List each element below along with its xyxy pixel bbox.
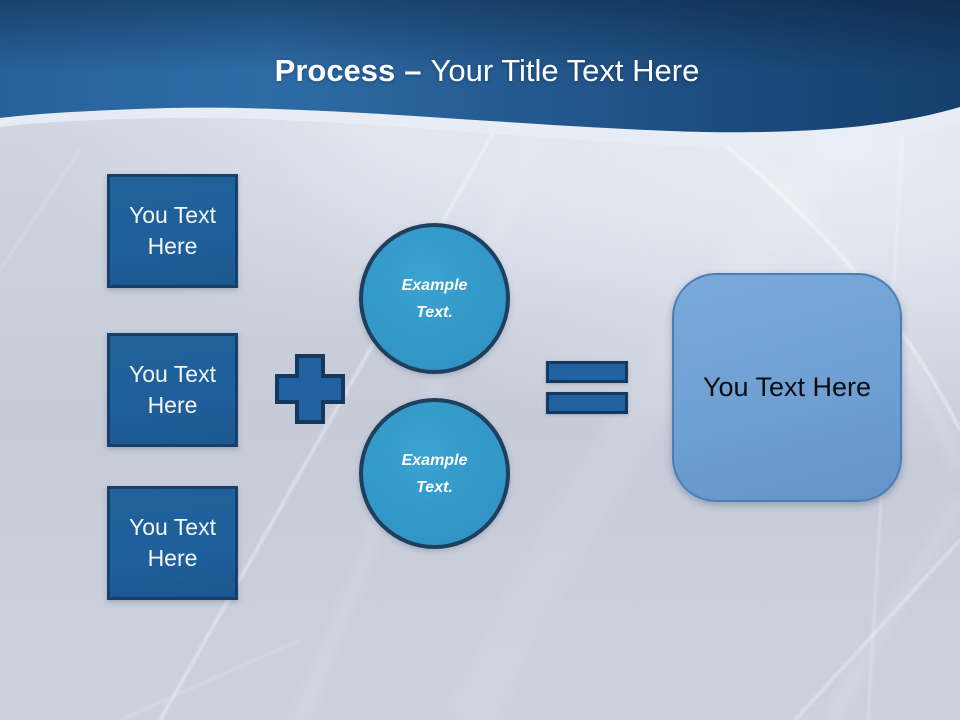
result-box-label: You Text Here (702, 372, 872, 402)
input-box-1-label: You Text Here (129, 202, 216, 259)
input-box-1: You Text Here (107, 174, 238, 288)
equals-icon-bottom-bar (546, 392, 628, 414)
example-circle-2: Example Text. (359, 398, 510, 549)
input-box-3: You Text Here (107, 486, 238, 600)
input-box-2: You Text Here (107, 333, 238, 447)
result-box: You Text Here (672, 273, 902, 502)
slide-title-keyword: Process (274, 53, 396, 88)
example-circle-1: Example Text. (359, 223, 510, 374)
example-circle-1-label: Example Text. (401, 276, 468, 321)
plus-icon (275, 354, 345, 424)
example-circle-2-label: Example Text. (401, 451, 468, 496)
slide-title-dash: – (404, 53, 422, 88)
equals-operator (546, 361, 628, 414)
plus-operator (272, 351, 348, 427)
input-box-2-label: You Text Here (129, 361, 216, 418)
equals-icon-top-bar (546, 361, 628, 383)
slide-title-subtitle: Your Title Text Here (430, 53, 700, 88)
input-box-3-label: You Text Here (129, 514, 216, 571)
slide-title: Process–Your Title Text Here (0, 53, 960, 89)
